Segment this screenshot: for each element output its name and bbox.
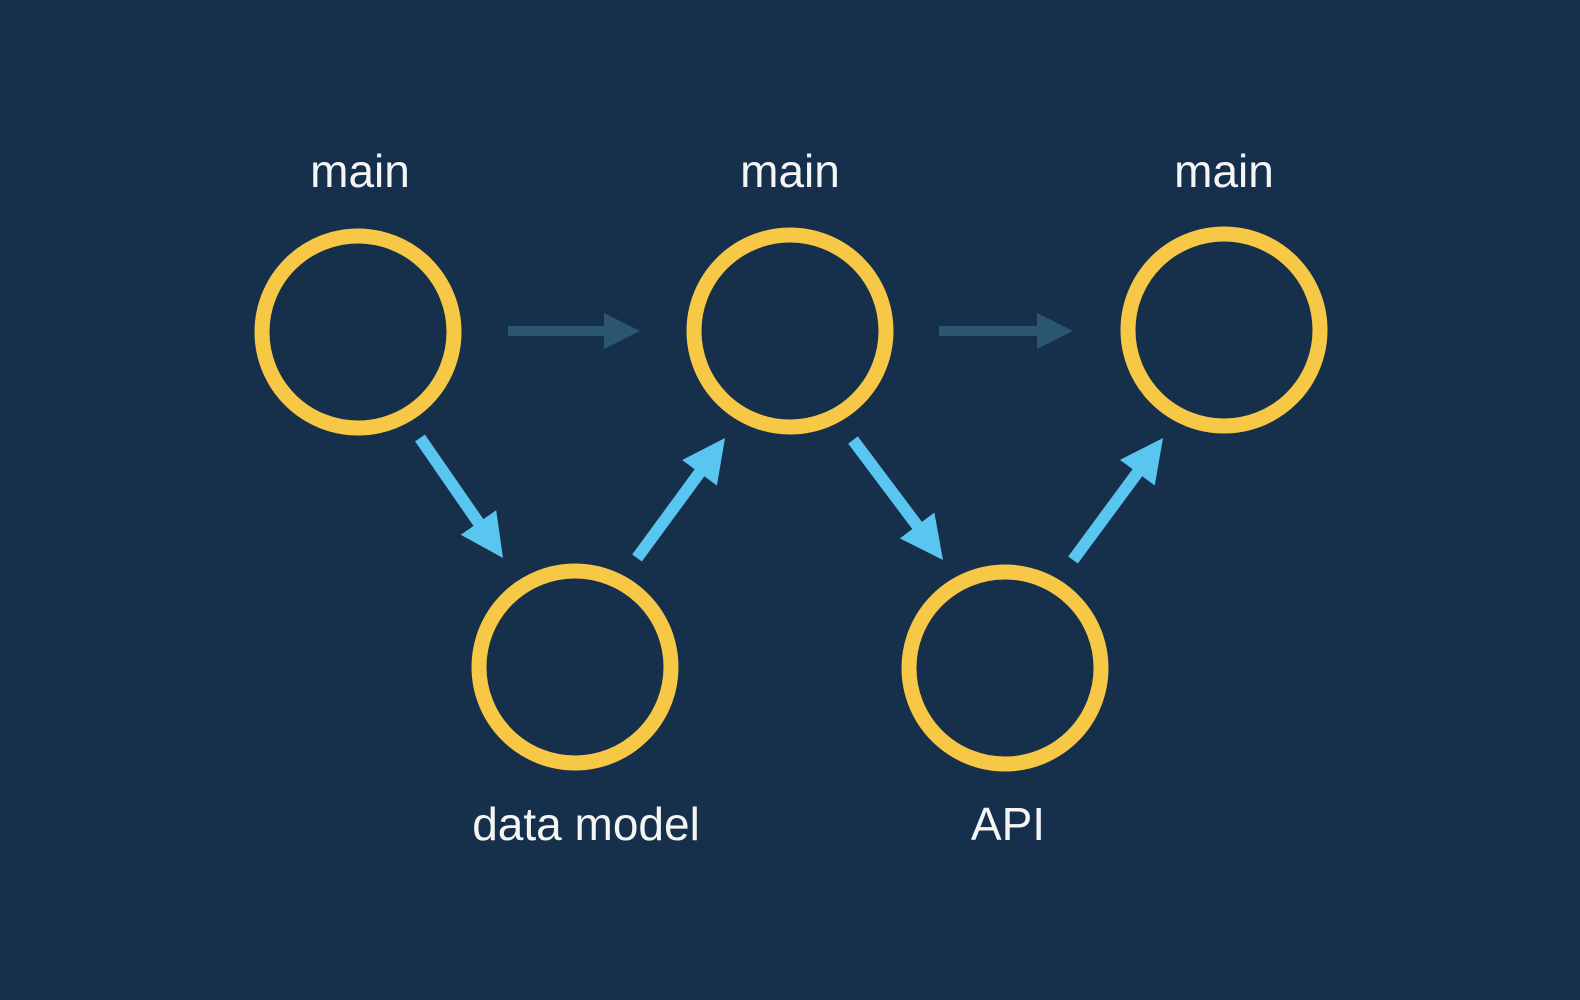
arrow-data-model-to-main-2 [632, 437, 726, 562]
node-label-main-3: main [1174, 145, 1274, 197]
edges-layer [415, 313, 1164, 564]
nodes-layer [254, 226, 1328, 772]
node-api [901, 564, 1109, 772]
arrow-api-to-main-3 [1068, 437, 1164, 564]
node-main-2 [686, 227, 894, 435]
node-label-data-model: data model [472, 798, 700, 850]
arrow-main-2-to-api [848, 436, 944, 561]
node-label-main-1: main [310, 145, 410, 197]
node-label-main-2: main [740, 145, 840, 197]
arrow-main-1-to-data-model [415, 434, 504, 559]
node-label-api: API [971, 798, 1045, 850]
node-data-model [471, 563, 679, 771]
node-main-1 [254, 228, 462, 436]
node-main-3 [1120, 226, 1328, 434]
labels-layer: main main main data model API [310, 145, 1274, 850]
